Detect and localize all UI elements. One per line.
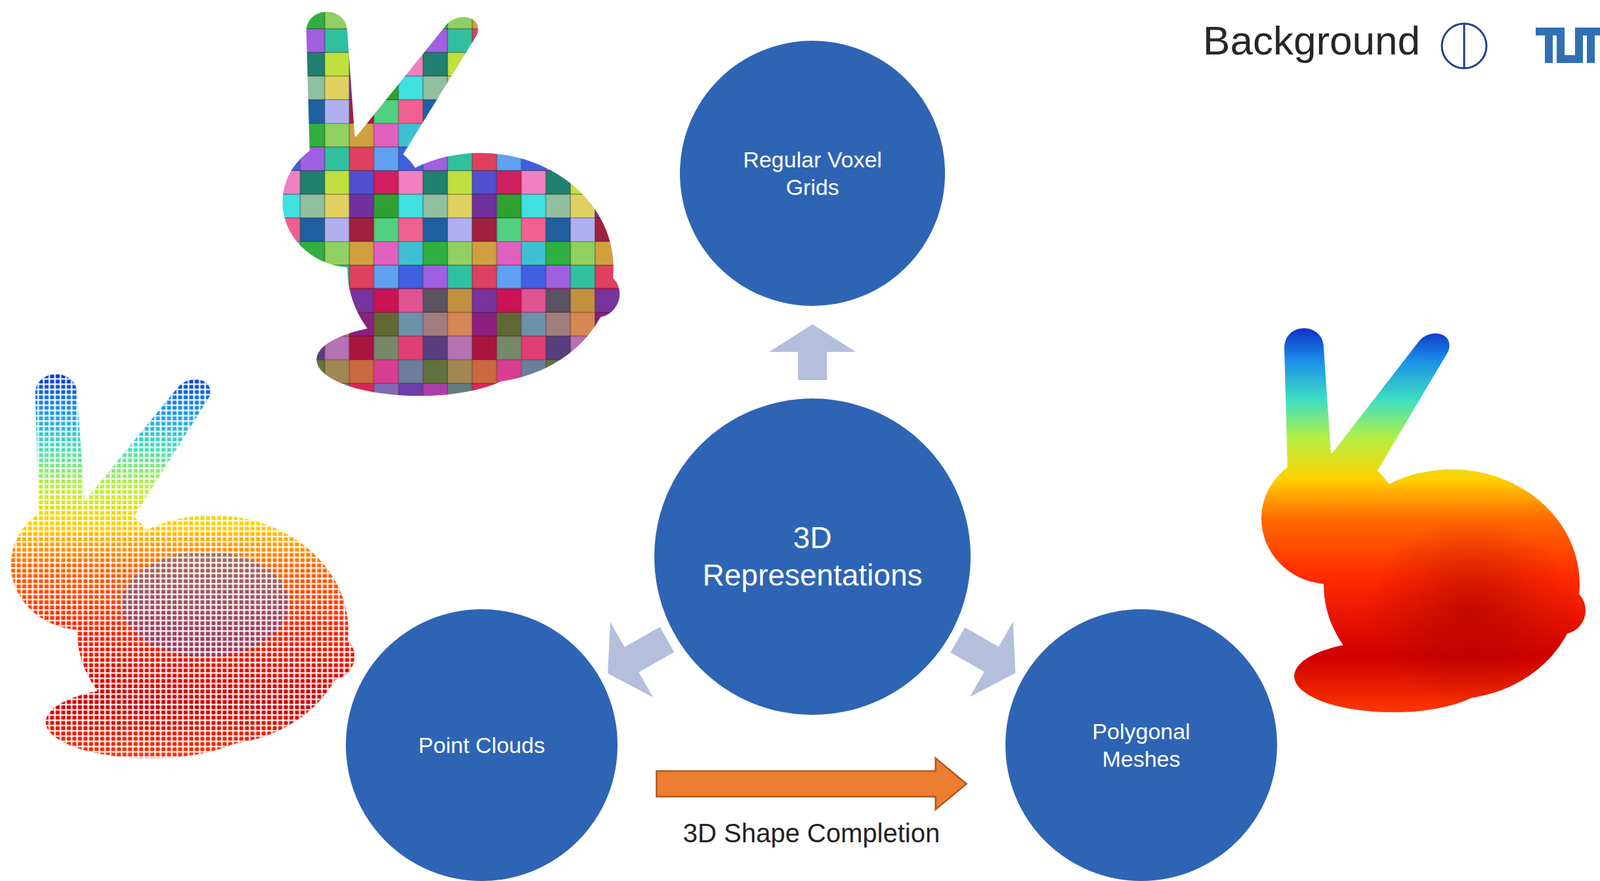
- slide-title: Background: [1202, 17, 1421, 64]
- circle-fill: [1005, 609, 1278, 881]
- circle-shape: [654, 398, 971, 715]
- mesh-shade: [1366, 518, 1577, 703]
- text-box: Point Clouds: [418, 731, 546, 760]
- edge-label: 3D Shape Completion: [679, 818, 944, 848]
- mesh-bunny: [1254, 321, 1597, 716]
- block-arrow: [769, 324, 856, 380]
- circle-shape: [679, 40, 946, 306]
- point-dots: [3, 367, 366, 762]
- point-fill: [3, 367, 366, 762]
- voxel-bunny: [275, 5, 631, 400]
- mesh-fill: [1254, 321, 1597, 716]
- logo-bar: [1586, 27, 1595, 64]
- block-arrow: [950, 621, 1016, 697]
- concept-circle: Point Clouds: [345, 609, 618, 881]
- voxel-fill: [275, 5, 631, 400]
- circle-fill: [345, 609, 618, 881]
- node-label: Polygonal Meshes: [1052, 717, 1230, 774]
- node-label: Regular Voxel Grids: [723, 145, 902, 202]
- logo-bar: [1544, 27, 1553, 64]
- block-arrow: [656, 757, 967, 810]
- concept-circle: Regular Voxel Grids: [679, 40, 946, 306]
- circle-fill: [654, 398, 971, 715]
- seal-bar: [1463, 23, 1466, 69]
- text-box: Polygonal Meshes: [1052, 717, 1230, 774]
- concept-circle: 3D Representations: [654, 398, 971, 715]
- point-cloud-bunny: [3, 367, 366, 762]
- node-label: 3D Representations: [684, 519, 941, 595]
- text-box: Regular Voxel Grids: [723, 145, 902, 202]
- seal-ring: [1441, 23, 1487, 69]
- concept-circle: Polygonal Meshes: [1005, 609, 1278, 881]
- circle-shape: [1005, 609, 1278, 881]
- text-box: 3D Representations: [684, 519, 941, 595]
- university-seal: [1441, 23, 1487, 69]
- circle-fill: [679, 40, 946, 306]
- node-label: Point Clouds: [418, 731, 546, 760]
- voxel-shade: [275, 287, 631, 400]
- block-arrow: [607, 622, 674, 698]
- tum-logo: [1535, 27, 1600, 64]
